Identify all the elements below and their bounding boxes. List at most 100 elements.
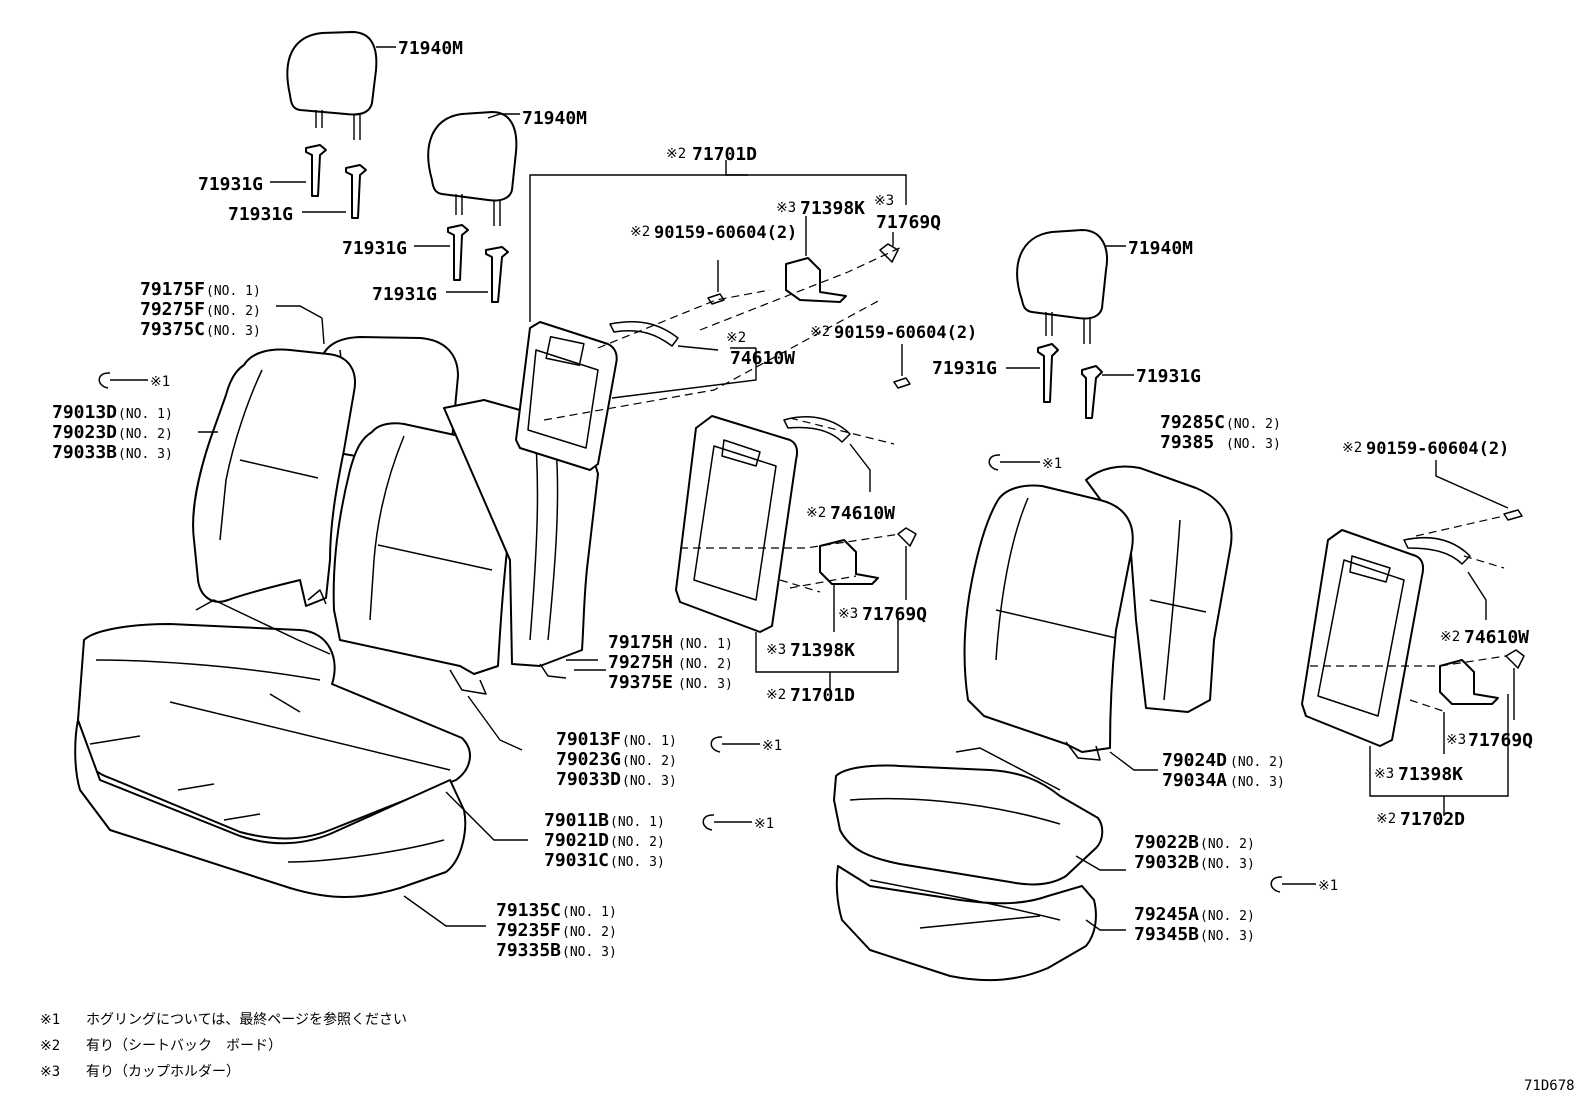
part-number: 79032B xyxy=(1134,852,1199,873)
mark-label: ※2 xyxy=(1342,440,1362,456)
variant-label: (NO. 2) xyxy=(1200,837,1255,852)
label-group-g6: 79135C (NO. 1) 79235F (NO. 2) 79335B (NO… xyxy=(496,900,617,961)
mark-label: ※2 xyxy=(1440,629,1460,645)
callout-90159-60604: 90159-60604(2) xyxy=(654,223,797,243)
dash-lines-upper xyxy=(543,245,905,421)
callout-74610W: 74610W xyxy=(830,503,895,524)
variant-label: (NO. 1) xyxy=(118,407,173,422)
part-number: 79033D xyxy=(556,769,621,790)
mark-label: ※1 xyxy=(762,738,782,754)
seatback-board-middle xyxy=(675,415,899,692)
part-number: 79135C xyxy=(496,900,561,921)
variant-label: (NO. 2) xyxy=(1230,755,1285,770)
variant-label: (NO. 3) xyxy=(206,324,261,339)
mark-label: ※3 xyxy=(1446,732,1466,748)
label-group-g2: 79013D (NO. 1) 79023D (NO. 2) 79033B (NO… xyxy=(52,402,173,463)
part-number: 79021D xyxy=(544,830,609,851)
callout-90159-60604: 90159-60604(2) xyxy=(834,323,977,343)
callout-71398K: 71398K xyxy=(800,198,865,219)
mark-label: ※3 xyxy=(1374,766,1394,782)
callout-71940M: 71940M xyxy=(522,108,587,129)
variant-label: (NO. 2) xyxy=(562,925,617,940)
headrest-center xyxy=(427,111,520,226)
seat-back-center xyxy=(332,422,523,751)
callout-71769Q: 71769Q xyxy=(876,212,941,233)
callout-71701D: 71701D xyxy=(692,144,757,165)
part-number: 79034A xyxy=(1162,770,1227,791)
variant-label: (NO. 2) xyxy=(678,657,733,672)
callout-71931G: 71931G xyxy=(228,204,293,225)
variant-label: (NO. 3) xyxy=(1230,775,1285,790)
seatback-board-right xyxy=(1301,529,1509,816)
label-group-g1: 79175F (NO. 1) 79275F (NO. 2) 79375C (NO… xyxy=(140,279,261,340)
footnotes: ※1 ホグリングについては、最終ページを参照ください ※2 有り（シートバック … xyxy=(40,1011,407,1080)
callout-71940M: 71940M xyxy=(1128,238,1193,259)
mark-label: ※2 xyxy=(806,505,826,521)
callout-74610W: 74610W xyxy=(1464,627,1529,648)
mark-label: ※1 xyxy=(150,374,170,390)
callout-71769Q: 71769Q xyxy=(1468,730,1533,751)
callout-71398K: 71398K xyxy=(790,640,855,661)
variant-label: (NO. 1) xyxy=(206,284,261,299)
callout-71701D: 71701D xyxy=(790,685,855,706)
variant-label: (NO. 2) xyxy=(206,304,261,319)
mark-label: ※1 xyxy=(1042,456,1062,472)
note-text: ホグリングについては、最終ページを参照ください xyxy=(86,1011,407,1028)
variant-label: (NO. 3) xyxy=(1226,437,1281,452)
label-group-g4: 79013F (NO. 1) 79023G (NO. 2) 79033D (NO… xyxy=(556,729,677,790)
note-mark: ※1 xyxy=(40,1012,60,1028)
callout-90159-60604: 90159-60604(2) xyxy=(1366,439,1509,459)
part-number: 79375C xyxy=(140,319,205,340)
part-number: 79023D xyxy=(52,422,117,443)
bolt-upper xyxy=(707,260,725,305)
variant-label: (NO. 3) xyxy=(622,774,677,789)
label-group-g8: 79024D (NO. 2) 79034A (NO. 3) xyxy=(1162,750,1285,791)
mark-label: ※3 xyxy=(874,193,894,209)
callout-71398K: 71398K xyxy=(1398,764,1463,785)
variant-label: (NO. 3) xyxy=(562,945,617,960)
callout-71931G: 71931G xyxy=(372,284,437,305)
note-mark: ※3 xyxy=(40,1064,60,1080)
variant-label: (NO. 1) xyxy=(678,637,733,652)
part-number: 79013D xyxy=(52,402,117,423)
variant-label: (NO. 2) xyxy=(622,754,677,769)
note-mark: ※2 xyxy=(40,1038,60,1054)
label-group-g9: 79022B (NO. 2) 79032B (NO. 3) xyxy=(1134,832,1255,873)
seatback-board-upper xyxy=(515,160,907,471)
grip-middle xyxy=(783,344,911,492)
callout-71931G: 71931G xyxy=(342,238,407,259)
seat-back-left xyxy=(192,348,356,607)
headrest-left xyxy=(286,31,396,140)
callout-71931G: 71931G xyxy=(932,358,997,379)
headrest-right xyxy=(1016,229,1126,344)
mark-label: ※2 xyxy=(630,224,650,240)
part-number: 79011B xyxy=(544,810,609,831)
grip-upper xyxy=(609,320,757,399)
part-number: 79385 xyxy=(1160,432,1214,453)
mark-label: ※2 xyxy=(1376,811,1396,827)
cup-holder-middle xyxy=(819,527,917,632)
label-group-g7: 79285C (NO. 2) 79385 (NO. 3) xyxy=(1160,412,1281,453)
seat-cushion-pad-left xyxy=(74,719,528,927)
part-number: 79275F xyxy=(140,299,205,320)
mark-label: ※1 xyxy=(754,816,774,832)
part-number: 79275H xyxy=(608,652,673,673)
variant-label: (NO. 2) xyxy=(1226,417,1281,432)
part-number: 79175H xyxy=(608,632,673,653)
variant-label: (NO. 1) xyxy=(610,815,665,830)
cup-holder-right xyxy=(1439,649,1525,754)
part-number: 79175F xyxy=(140,279,205,300)
variant-label: (NO. 2) xyxy=(118,427,173,442)
variant-label: (NO. 3) xyxy=(1200,857,1255,872)
mark-label: ※2 xyxy=(666,146,686,162)
seat-cushion-right xyxy=(833,747,1126,886)
callout-71702D: 71702D xyxy=(1400,809,1465,830)
variant-label: (NO. 1) xyxy=(562,905,617,920)
hog-ring-icons xyxy=(98,372,1316,893)
seat-cushion-left xyxy=(76,599,471,840)
mark-label: ※3 xyxy=(766,642,786,658)
variant-label: (NO. 3) xyxy=(678,677,733,692)
variant-label: (NO. 2) xyxy=(610,835,665,850)
callout-71940M: 71940M xyxy=(398,38,463,59)
